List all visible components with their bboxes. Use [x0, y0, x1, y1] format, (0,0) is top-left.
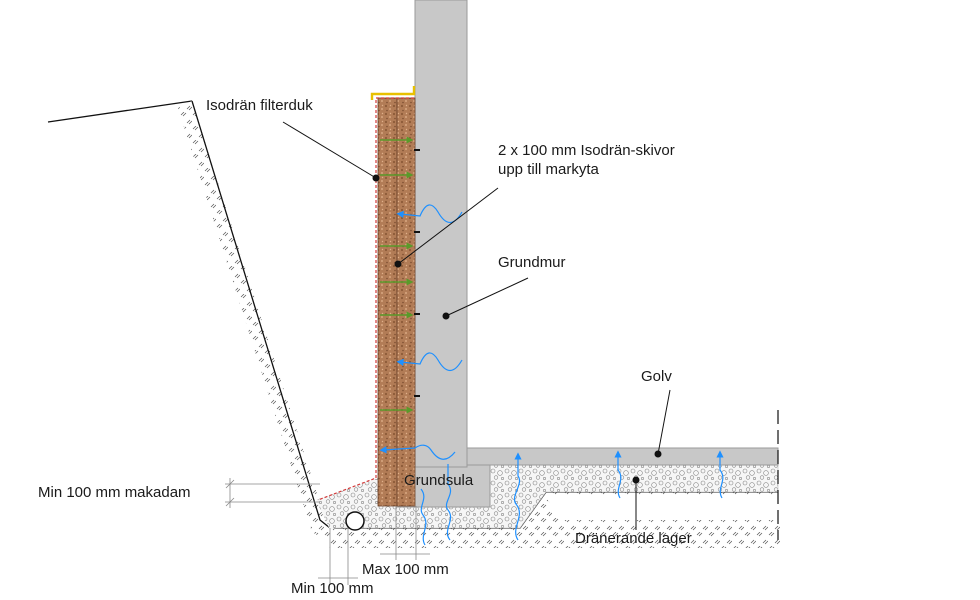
label-draining-layer: Dränerande lager [575, 530, 692, 547]
ground-surface-line [47, 100, 193, 123]
top-flashing [370, 86, 416, 100]
leader-lines [282, 121, 671, 530]
label-footing: Grundsula [404, 472, 474, 489]
isodran-board-inner [396, 97, 416, 507]
foundation-wall [414, 0, 468, 468]
label-filter-cloth: Isodrän filterduk [206, 97, 313, 114]
label-boards-line1: 2 x 100 mm Isodrän-skivor [498, 142, 675, 159]
fastener-arrows [380, 136, 414, 414]
water-flow [379, 204, 724, 546]
dimension-lines [225, 478, 430, 585]
label-min-100: Min 100 mm [291, 580, 374, 597]
label-macadam: Min 100 mm makadam [38, 484, 191, 501]
label-max-100: Max 100 mm [362, 561, 449, 578]
label-foundation-wall: Grundmur [498, 254, 566, 271]
isodran-board-outer [377, 97, 398, 507]
macadam-bed [316, 478, 398, 530]
label-floor: Golv [641, 368, 672, 385]
filter-cloth [317, 97, 414, 501]
drain-pipe [345, 511, 365, 531]
fastener-heads [414, 149, 420, 397]
excavation-slope-line [191, 100, 331, 529]
floor-slab [466, 447, 779, 466]
label-boards-line2: upp till markyta [498, 161, 599, 178]
